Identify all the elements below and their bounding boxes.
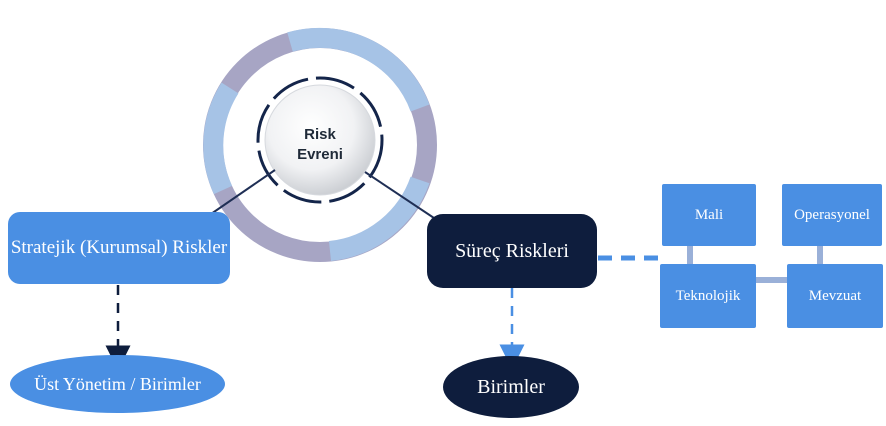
strategic-risks-box[interactable]: Stratejik (Kurumsal) Riskler <box>8 212 230 284</box>
category-operasyonel[interactable]: Operasyonel <box>782 184 882 246</box>
center-label-line2: Evreni <box>297 146 343 163</box>
center-disc <box>264 84 376 196</box>
category-mevzuat[interactable]: Mevzuat <box>787 264 883 328</box>
center-label: Risk Evreni <box>270 100 370 190</box>
inner-ring <box>256 76 384 204</box>
category-teknolojik[interactable]: Teknolojik <box>660 264 756 328</box>
outer-ring <box>203 27 437 262</box>
connector-right <box>364 171 441 223</box>
category-mali[interactable]: Mali <box>662 184 756 246</box>
process-risks-box[interactable]: Süreç Riskleri <box>427 214 597 288</box>
strategic-child-ellipse[interactable]: Üst Yönetim / Birimler <box>10 355 225 413</box>
center-label-line1: Risk <box>304 126 336 143</box>
process-child-ellipse[interactable]: Birimler <box>443 356 579 418</box>
